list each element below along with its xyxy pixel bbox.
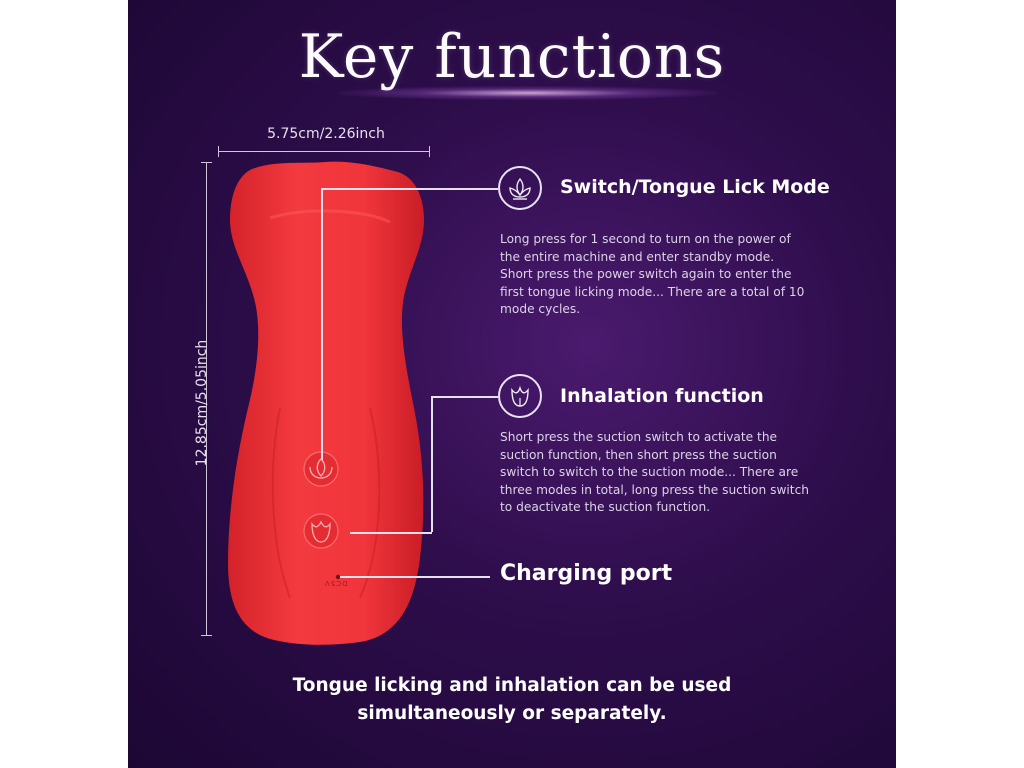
connector-inhalation-button	[350, 532, 432, 534]
device-body	[228, 161, 424, 645]
title-glow-decoration	[338, 86, 718, 100]
connector-charging	[340, 576, 490, 578]
connector-inhalation-horizontal	[431, 396, 498, 398]
connector-inhalation-vertical	[431, 396, 433, 532]
tulip-button	[303, 513, 339, 549]
feature-heading-switch: Switch/Tongue Lick Mode	[560, 176, 830, 198]
width-dimension-label: 5.75cm/2.26inch	[267, 126, 385, 142]
charging-port-heading: Charging port	[500, 561, 673, 586]
product-infographic: Key functions 5.75cm/2.26inch 12.85cm/5.…	[128, 0, 896, 768]
height-dimension-label: 12.85cm/5.05inch	[194, 339, 210, 467]
feature-description-inhalation: Short press the suction switch to activa…	[500, 430, 810, 514]
bottom-note-line-1: Tongue licking and inhalation can be use…	[292, 675, 732, 696]
lotus-button	[303, 451, 339, 487]
bottom-note-line-2: simultaneously or separately.	[357, 703, 667, 724]
connector-switch-vertical	[321, 188, 323, 460]
tulip-icon	[498, 374, 542, 418]
port-marking: DC5V	[324, 579, 348, 587]
lotus-icon	[498, 166, 542, 210]
width-dimension-line	[218, 146, 430, 157]
page-title: Key functions	[298, 22, 726, 92]
connector-switch-horizontal	[321, 188, 498, 190]
charging-port-hole	[335, 574, 341, 580]
bottom-note: Tongue licking and inhalation can be use…	[128, 672, 896, 728]
feature-heading-inhalation: Inhalation function	[560, 385, 764, 407]
device-illustration	[228, 161, 424, 645]
height-dimension-line	[201, 162, 212, 636]
feature-description-switch: Long press for 1 second to turn on the p…	[500, 232, 805, 316]
